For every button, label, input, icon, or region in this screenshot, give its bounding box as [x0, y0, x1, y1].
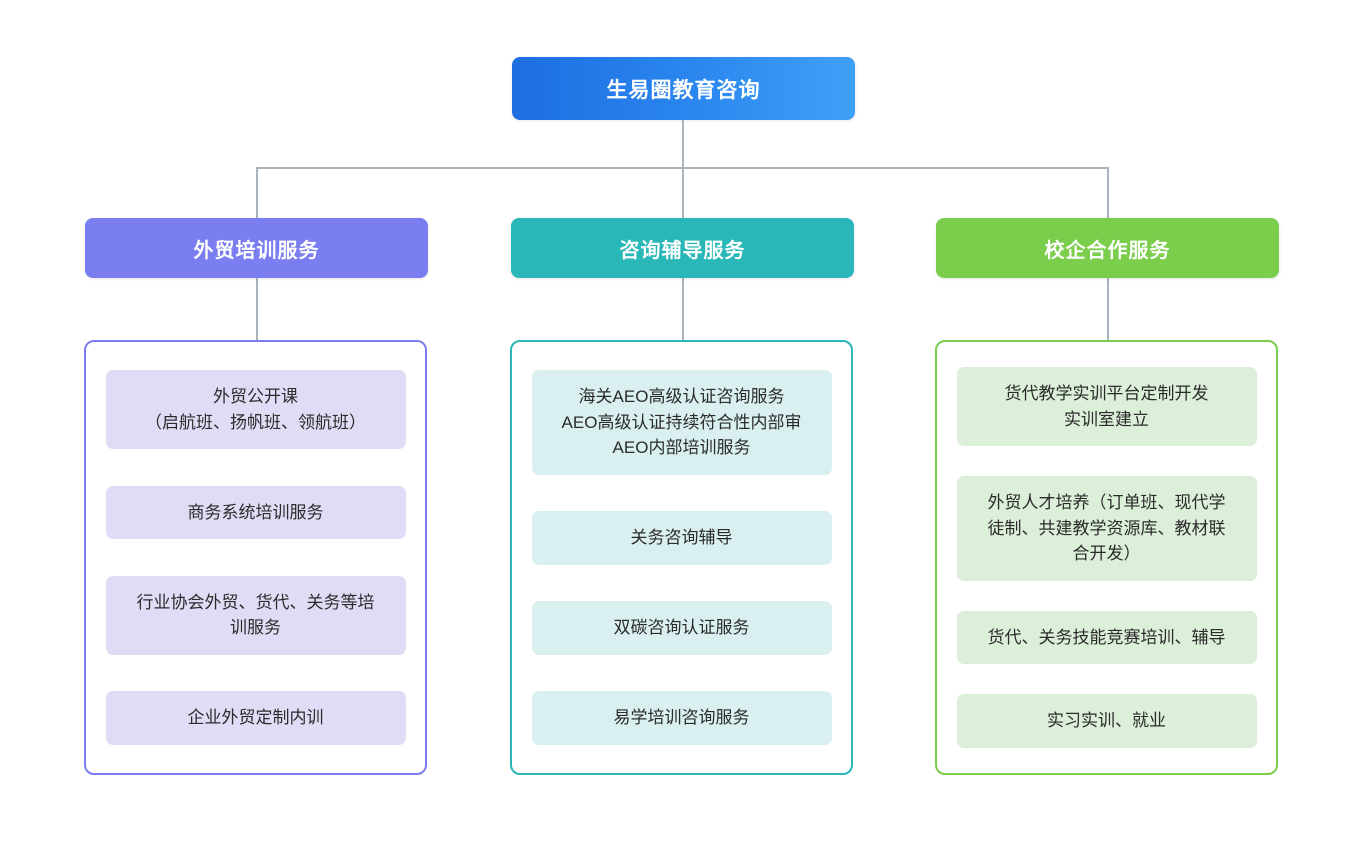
column-header-label: 外贸培训服务 — [193, 239, 320, 262]
connector-header-to-container-2 — [1107, 278, 1109, 340]
connector-drop-column-2 — [1107, 167, 1109, 218]
item-line: 企业外贸定制内训 — [187, 708, 324, 728]
column-header-xiaoqi-hezuo[interactable]: 校企合作服务 — [936, 218, 1279, 278]
item-line: 实习实训、就业 — [1047, 711, 1166, 731]
item-line: 实训室建立 — [1064, 409, 1149, 429]
item-card[interactable]: 易学培训咨询服务 — [531, 691, 832, 745]
column-header-zixun-fudao[interactable]: 咨询辅导服务 — [511, 218, 854, 278]
column-header-waimao-peixun[interactable]: 外贸培训服务 — [85, 218, 428, 278]
connector-root-stem — [682, 120, 684, 168]
item-line: 关务咨询辅导 — [630, 528, 733, 548]
item-line: 徒制、共建教学资源库、教材联 — [987, 518, 1226, 538]
item-card[interactable]: 企业外贸定制内训 — [105, 691, 406, 745]
item-card[interactable]: 关务咨询辅导 — [531, 511, 832, 565]
item-card[interactable]: 实习实训、就业 — [956, 694, 1257, 748]
item-line: 易学培训咨询服务 — [613, 708, 750, 728]
item-line: 商务系统培训服务 — [187, 502, 324, 522]
item-card[interactable]: 商务系统培训服务 — [105, 485, 406, 540]
column-header-label: 咨询辅导服务 — [619, 239, 746, 262]
item-line: 外贸公开课 — [213, 387, 298, 407]
connector-header-to-container-0 — [256, 278, 258, 340]
item-line: 训服务 — [230, 618, 281, 638]
item-card[interactable]: 海关AEO高级认证咨询服务 AEO高级认证持续符合性内部审 AEO内部培训服务 — [531, 370, 832, 475]
item-line: 行业协会外贸、货代、关务等培 — [136, 592, 375, 612]
item-line: 双碳咨询认证服务 — [613, 618, 750, 638]
column-container-zixun-fudao: 海关AEO高级认证咨询服务 AEO高级认证持续符合性内部审 AEO内部培训服务 … — [510, 340, 853, 775]
item-line: 外贸人才培养（订单班、现代学 — [987, 493, 1226, 513]
connector-drop-column-1 — [682, 167, 684, 218]
item-card[interactable]: 行业协会外贸、货代、关务等培 训服务 — [105, 575, 406, 655]
item-line: 海关AEO高级认证咨询服务 — [578, 387, 785, 407]
item-line: AEO高级认证持续符合性内部审 — [561, 412, 802, 432]
connector-drop-column-0 — [256, 167, 258, 218]
root-node-label: 生易圈教育咨询 — [606, 78, 761, 102]
root-node[interactable]: 生易圈教育咨询 — [512, 57, 855, 120]
item-card[interactable]: 外贸人才培养（订单班、现代学 徒制、共建教学资源库、教材联 合开发） — [956, 476, 1257, 581]
item-card[interactable]: 双碳咨询认证服务 — [531, 601, 832, 655]
item-line: 货代教学实训平台定制开发 — [1004, 384, 1209, 404]
column-header-label: 校企合作服务 — [1044, 239, 1171, 262]
column-container-waimao-peixun: 外贸公开课 （启航班、扬帆班、领航班） 商务系统培训服务 行业协会外贸、货代、关… — [84, 340, 427, 775]
connector-header-to-container-1 — [682, 278, 684, 340]
item-line: 货代、关务技能竞赛培训、辅导 — [987, 627, 1226, 647]
item-card[interactable]: 货代、关务技能竞赛培训、辅导 — [956, 610, 1257, 665]
item-card[interactable]: 外贸公开课 （启航班、扬帆班、领航班） — [105, 370, 406, 450]
item-line: 合开发） — [1072, 544, 1141, 564]
item-card[interactable]: 货代教学实训平台定制开发 实训室建立 — [956, 367, 1257, 447]
column-container-xiaoqi-hezuo: 货代教学实训平台定制开发 实训室建立 外贸人才培养（订单班、现代学 徒制、共建教… — [935, 340, 1278, 775]
item-line: AEO内部培训服务 — [612, 438, 751, 458]
item-line: （启航班、扬帆班、领航班） — [145, 412, 366, 432]
